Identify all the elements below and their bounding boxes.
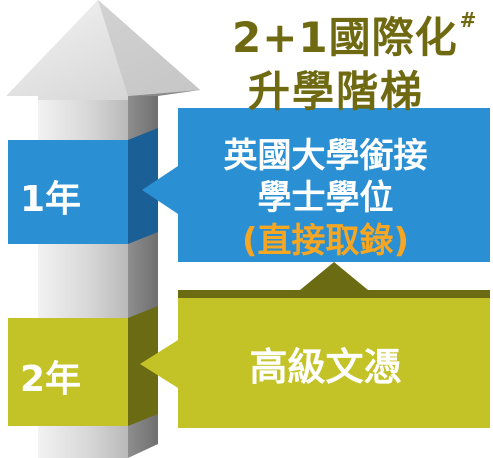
title-superscript: # xyxy=(459,8,478,32)
year1-band xyxy=(8,140,128,244)
connector-bar xyxy=(178,290,490,298)
blue-box-line1: 英國大學銜接 xyxy=(223,136,428,176)
blue-box-line3: (直接取錄) xyxy=(241,221,410,261)
up-arrow-icon xyxy=(300,262,368,290)
year2-band xyxy=(8,318,128,426)
title-text: 2+1國際化 xyxy=(232,13,458,62)
year2-band-side xyxy=(128,306,158,426)
green-box xyxy=(140,298,490,428)
title-line-1: 2+1國際化# xyxy=(232,4,477,65)
year1-band-side xyxy=(128,128,158,244)
arrow-head-shade xyxy=(98,0,200,96)
title-line-2: 升學階梯 xyxy=(248,67,425,116)
blue-box xyxy=(142,108,490,262)
year1-label: 1年 xyxy=(20,179,82,220)
green-box-label: 高級文憑 xyxy=(249,345,402,389)
blue-box-line2: 學士學位 xyxy=(257,178,394,218)
year2-label: 2年 xyxy=(20,359,82,400)
